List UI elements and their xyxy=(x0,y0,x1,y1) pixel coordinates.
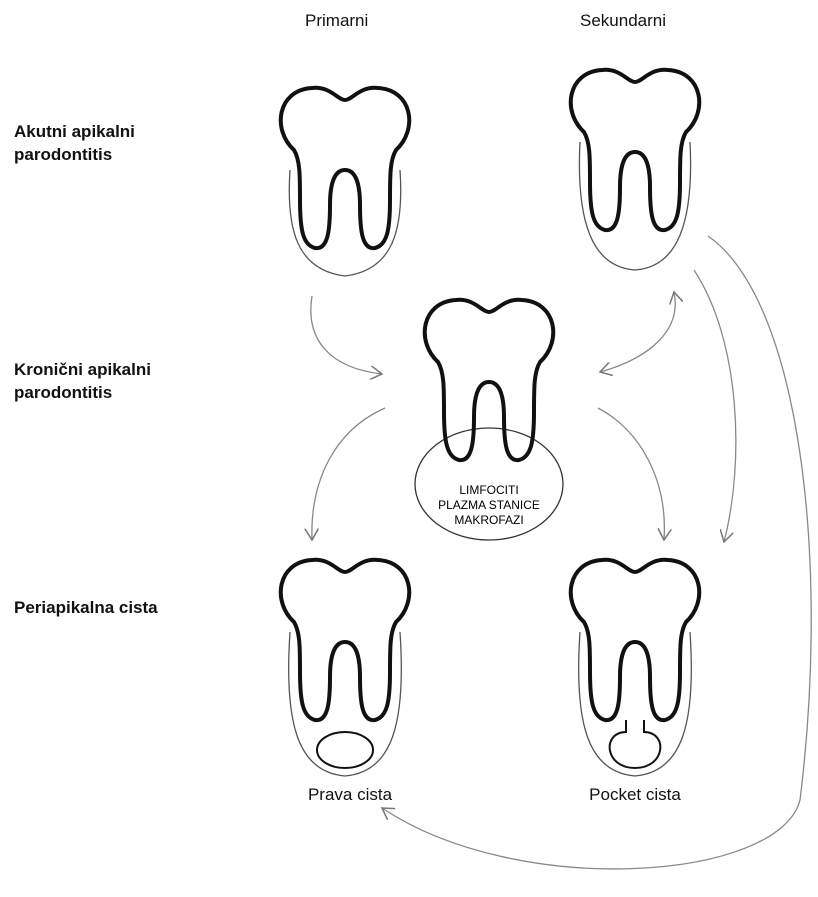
tooth-true-cyst xyxy=(281,560,409,776)
infiltrate-line-3: MAKROFAZI xyxy=(454,513,523,527)
arrow-chronic-to-pocket-cyst xyxy=(598,408,664,540)
tooth-acute-secondary xyxy=(571,70,699,270)
pocket-cyst-cavity xyxy=(610,720,661,768)
infiltrate-line-1: LIMFOCITI xyxy=(459,483,518,497)
arrow-secondary-to-true-cyst xyxy=(382,236,811,869)
arrow-secondary-to-pocket-cyst xyxy=(694,270,736,542)
tooth-acute-primary xyxy=(281,88,409,276)
caption-true-cyst: Prava cista xyxy=(280,785,420,805)
arrow-acute-primary-to-chronic xyxy=(311,296,382,374)
tooth-pocket-cyst xyxy=(571,560,699,776)
true-cyst-cavity xyxy=(317,732,373,768)
tooth-chronic: LIMFOCITI PLAZMA STANICE MAKROFAZI xyxy=(415,300,563,540)
arrow-chronic-secondary-bidirectional xyxy=(600,292,675,372)
arrow-chronic-to-true-cyst xyxy=(312,408,385,540)
caption-pocket-cyst: Pocket cista xyxy=(565,785,705,805)
infiltrate-line-2: PLAZMA STANICE xyxy=(438,498,540,512)
